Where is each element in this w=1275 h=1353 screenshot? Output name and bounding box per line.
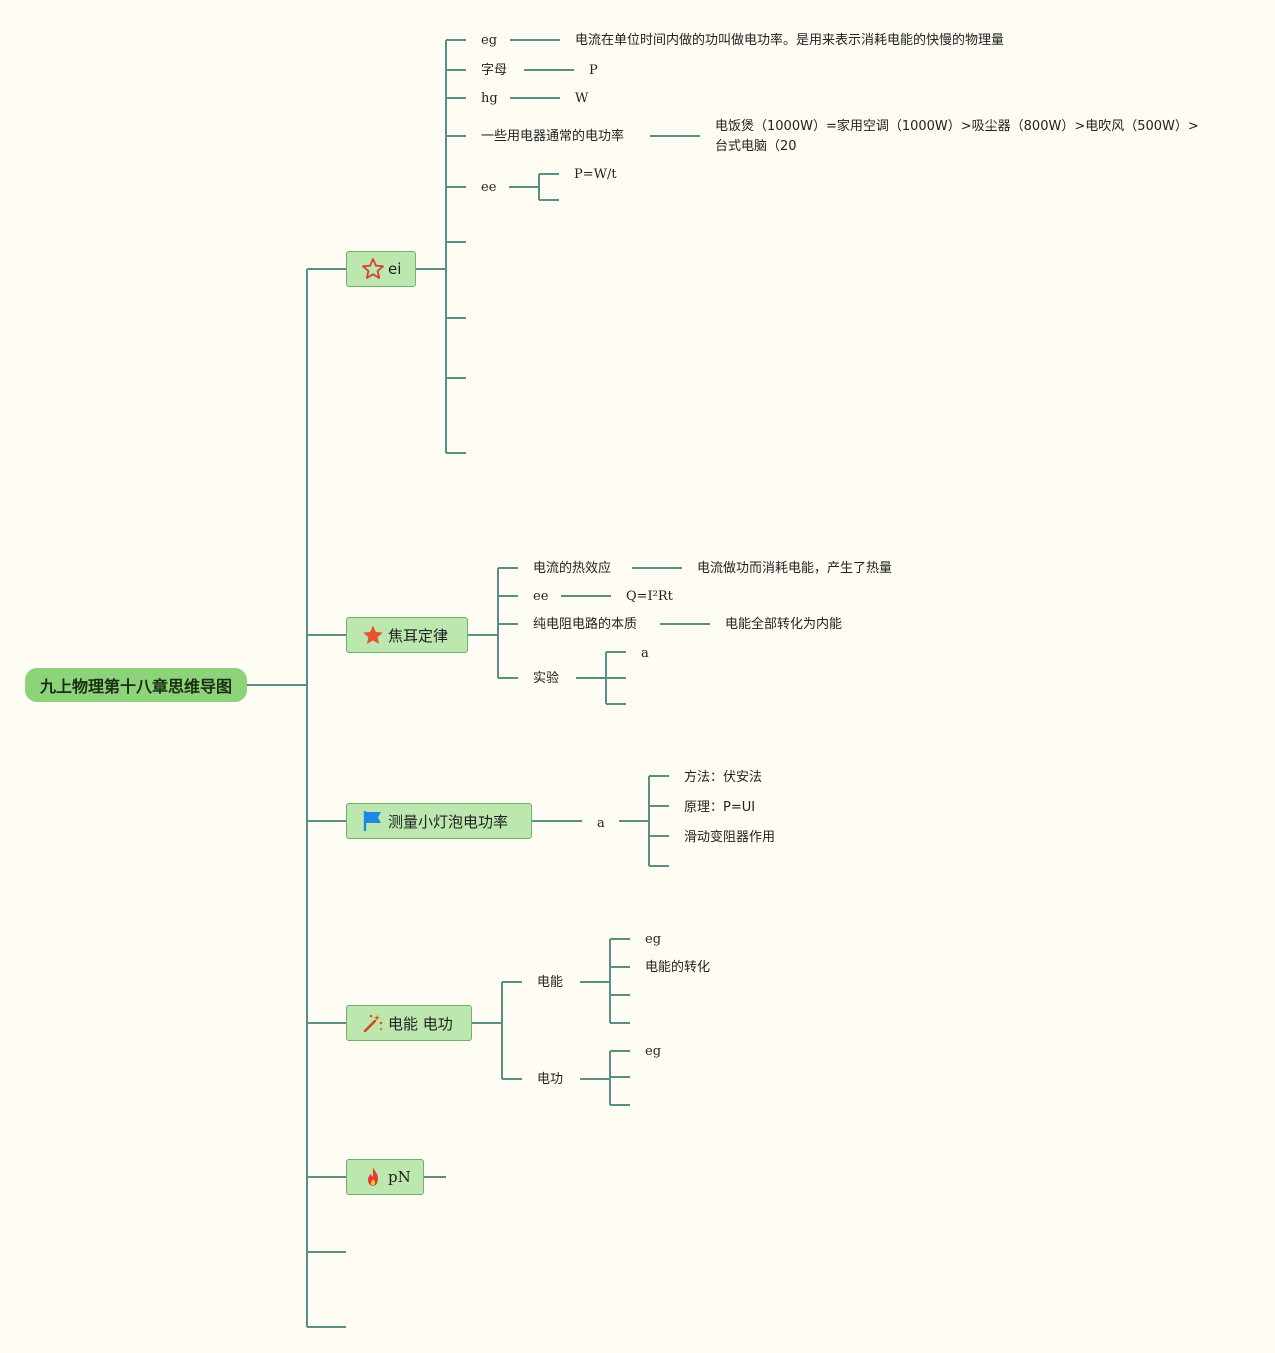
ei-child-label[interactable]: 字母 xyxy=(481,63,508,78)
branch-pn[interactable]: pN xyxy=(346,1159,424,1195)
root-topic[interactable]: 九上物理第十八章思维导图 xyxy=(25,668,247,702)
fire-icon xyxy=(361,1165,385,1189)
joule-child-value[interactable]: Q=I²Rt xyxy=(626,589,673,604)
joule-child-value[interactable]: 电流做功而消耗电能，产生了热量 xyxy=(697,561,893,576)
ei-child-label[interactable]: hg xyxy=(481,91,498,106)
star-outline-icon xyxy=(361,257,385,281)
energy-child-label[interactable]: 电功 xyxy=(537,1072,564,1087)
branch-measure[interactable]: 测量小灯泡电功率 xyxy=(346,803,532,839)
branch-label: 测量小灯泡电功率 xyxy=(388,812,509,831)
magic-wand-icon xyxy=(361,1011,385,1035)
ei-child-label[interactable]: ee xyxy=(481,180,497,195)
ei-child-label[interactable]: 一些用电器通常的电功率 xyxy=(481,129,625,144)
measure-item[interactable]: 滑动变阻器作用 xyxy=(684,830,776,845)
joule-child-label[interactable]: ee xyxy=(533,589,549,604)
joule-child-label[interactable]: 实验 xyxy=(533,671,560,686)
joule-child-label[interactable]: 电流的热效应 xyxy=(533,561,612,576)
joule-child-value[interactable]: a xyxy=(641,646,649,661)
measure-item[interactable]: 原理：P=UI xyxy=(684,800,756,815)
ei-child-value[interactable]: P xyxy=(589,63,598,78)
branch-joule[interactable]: 焦耳定律 xyxy=(346,617,468,653)
measure-item[interactable]: 方法：伏安法 xyxy=(684,770,763,785)
ei-child-value[interactable]: W xyxy=(575,91,589,106)
ei-child-label[interactable]: eg xyxy=(481,33,498,48)
branch-label: 电能 电功 xyxy=(388,1014,453,1033)
ei-child-value[interactable]: P=W/t xyxy=(574,167,617,182)
ei-child-value[interactable]: 电饭煲（1000W）=家用空调（1000W）>吸尘器（800W）>电吹风（500… xyxy=(715,119,1199,154)
energy-item[interactable]: 电能的转化 xyxy=(645,960,711,975)
joule-child-label[interactable]: 纯电阻电路的本质 xyxy=(533,617,638,632)
energy-item[interactable]: eg xyxy=(645,932,662,947)
branch-energy[interactable]: 电能 电功 xyxy=(346,1005,472,1041)
energy-item[interactable]: eg xyxy=(645,1044,662,1059)
measure-child-label[interactable]: a xyxy=(597,816,605,831)
joule-child-value[interactable]: 电能全部转化为内能 xyxy=(725,617,843,632)
branch-label: pN xyxy=(388,1168,411,1186)
ei-child-value[interactable]: 电流在单位时间内做的功叫做电功率。是用来表示消耗电能的快慢的物理量 xyxy=(575,33,1005,48)
branch-label: ei xyxy=(388,260,402,278)
star-filled-icon xyxy=(361,623,385,647)
branch-ei[interactable]: ei xyxy=(346,251,416,287)
flag-icon xyxy=(361,809,385,833)
branch-label: 焦耳定律 xyxy=(388,626,449,645)
energy-child-label[interactable]: 电能 xyxy=(537,975,564,990)
